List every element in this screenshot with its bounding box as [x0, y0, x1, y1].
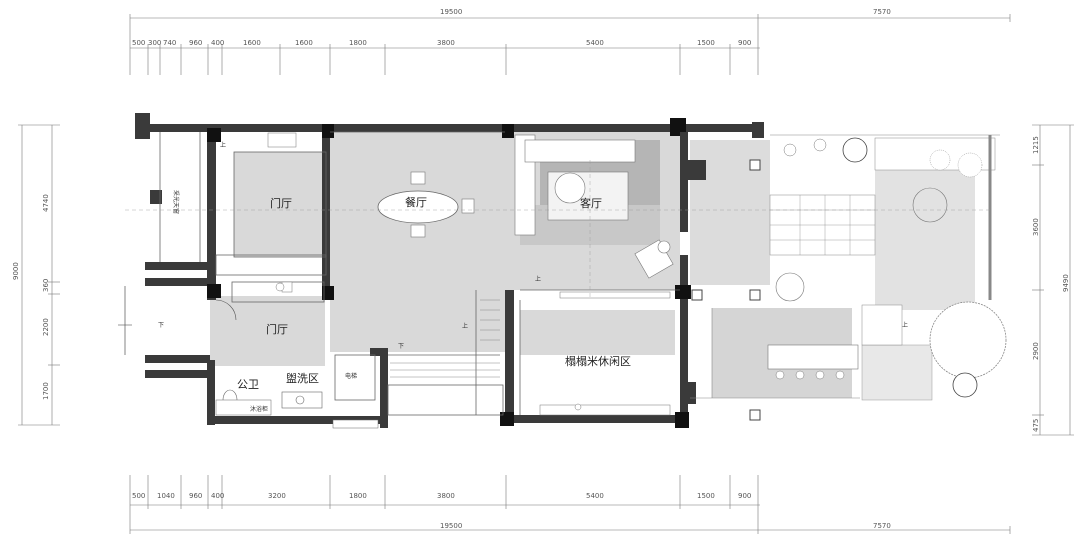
left-seg: 1700 [42, 382, 50, 400]
left-seg: 4740 [42, 194, 50, 212]
bottom-seg: 1040 [157, 492, 175, 500]
outdoor-dining-table [767, 344, 859, 370]
patio-umbrella [912, 187, 948, 223]
top-seg: 400 [211, 39, 224, 47]
bottom-dimension-chain [129, 475, 1011, 534]
annotations: 采光天窗 电梯 沐浴柜 上 上 上 上 下 下 [158, 141, 908, 413]
bottom-total-1: 19500 [440, 522, 462, 530]
room-label-dining: 餐厅 [405, 195, 427, 209]
right-seg: 3600 [1032, 218, 1040, 236]
top-total-1: 19500 [440, 8, 462, 16]
top-seg: 300 [148, 39, 161, 47]
room-label-washroom: 盥洗区 [286, 372, 319, 385]
top-seg: 1600 [243, 39, 261, 47]
bottom-total-2: 7570 [873, 522, 891, 530]
bottom-segment-labels: 500 1040 960 400 3200 1800 3800 5400 150… [132, 492, 751, 500]
top-total-2: 7570 [873, 8, 891, 16]
label-stair-up: 上 [462, 322, 468, 330]
top-seg: 900 [738, 39, 751, 47]
dining-table [377, 190, 459, 224]
room-label-foyer: 门厅 [266, 322, 288, 336]
label-skylight: 采光天窗 [172, 190, 180, 214]
bottom-seg: 900 [738, 492, 751, 500]
top-seg: 3800 [437, 39, 455, 47]
bottom-seg: 500 [132, 492, 145, 500]
living-room-furniture [514, 134, 674, 279]
bottom-seg: 960 [189, 492, 202, 500]
tatami-furniture [539, 291, 671, 416]
label-door-down: 下 [158, 322, 164, 329]
entry-fixtures [267, 132, 297, 293]
label-stair-up: 上 [220, 141, 226, 149]
label-stair-up: 上 [535, 275, 541, 283]
label-elevator: 电梯 [345, 372, 357, 380]
top-seg: 1600 [295, 39, 313, 47]
room-label-living: 客厅 [580, 196, 602, 210]
right-seg: 1215 [1032, 136, 1040, 154]
shoe-cabinet [332, 419, 379, 429]
dining-table-group [377, 171, 475, 238]
bottom-seg: 1800 [349, 492, 367, 500]
room-label-tatami: 榻榻米休闲区 [565, 354, 631, 368]
top-seg: 500 [132, 39, 145, 47]
top-seg: 960 [189, 39, 202, 47]
axis-lines [125, 160, 990, 300]
label-stair-up: 上 [902, 321, 908, 329]
right-seg: 475 [1032, 419, 1040, 432]
label-shower-cabinet: 沐浴柜 [250, 405, 268, 413]
right-total: 9490 [1062, 274, 1070, 292]
top-segment-labels: 500 300 740 960 400 1600 1600 1800 3800 … [132, 39, 751, 47]
bathroom-fixtures [215, 389, 379, 429]
top-seg: 1800 [349, 39, 367, 47]
staircase [390, 299, 500, 378]
tree-symbol [842, 137, 868, 163]
left-dimension-chain [18, 124, 60, 426]
top-dimension-chain [129, 14, 1011, 75]
top-seg: 740 [163, 39, 176, 47]
partitions [124, 131, 680, 416]
left-total: 9000 [12, 262, 20, 280]
top-seg: 5400 [586, 39, 604, 47]
room-label-entry-hall: 门厅 [270, 196, 292, 210]
bottom-seg: 3200 [268, 492, 286, 500]
label-stair-down: 下 [398, 343, 404, 350]
right-seg: 2900 [1032, 342, 1040, 360]
bottom-seg: 3800 [437, 492, 455, 500]
tree-symbol [952, 372, 978, 398]
entry-door [118, 299, 237, 326]
right-dimension-chain [1032, 124, 1074, 436]
left-seg: 360 [42, 279, 50, 292]
bottom-seg: 400 [211, 492, 224, 500]
bottom-seg: 1500 [697, 492, 715, 500]
tree-canopy [929, 301, 1007, 379]
room-labels: 门厅 餐厅 客厅 门厅 榻榻米休闲区 盥洗区 公卫 [237, 195, 631, 391]
top-seg: 1500 [697, 39, 715, 47]
room-label-toilet: 公卫 [237, 378, 259, 391]
bottom-seg: 5400 [586, 492, 604, 500]
garden [690, 134, 1007, 421]
left-seg: 2200 [42, 318, 50, 336]
